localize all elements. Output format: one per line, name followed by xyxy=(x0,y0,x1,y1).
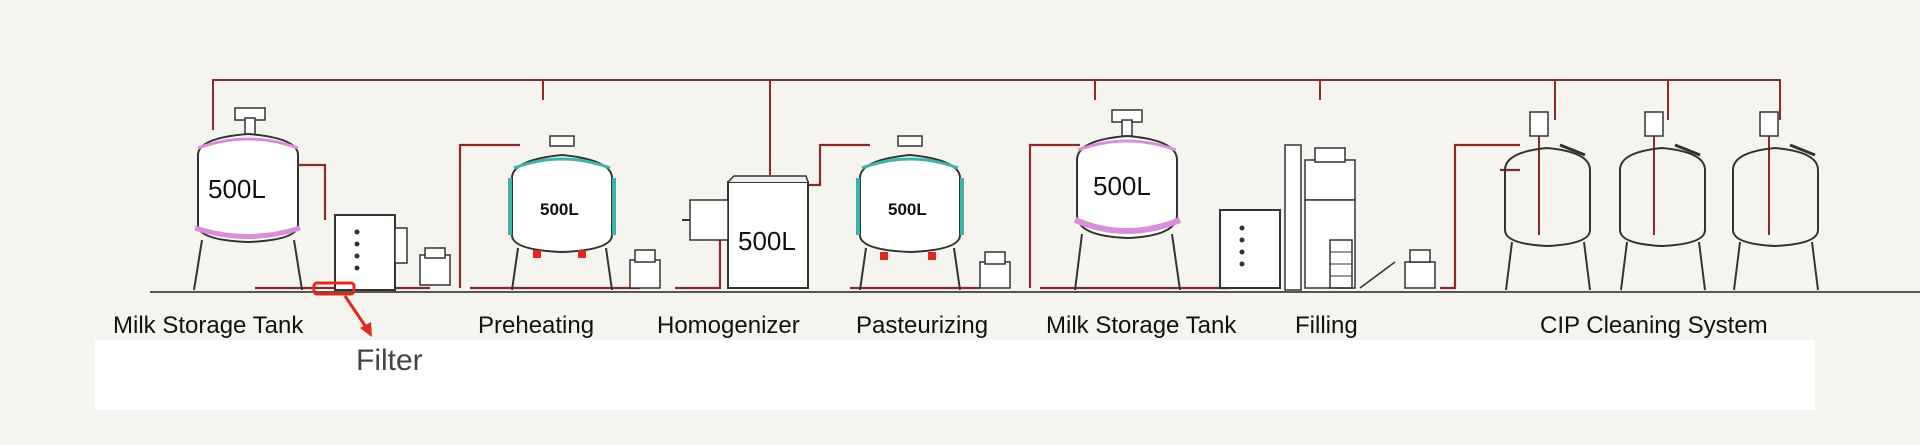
cip-return-pipe xyxy=(212,79,1781,175)
pump-2 xyxy=(629,249,661,289)
filling-machine xyxy=(1284,144,1396,291)
pump-3 xyxy=(979,251,1011,289)
tank-volume: 500L xyxy=(208,174,266,204)
homogenizer-volume: 500L xyxy=(738,226,796,256)
caption-filling: Filling xyxy=(1295,312,1358,339)
arrow-head-icon xyxy=(360,322,372,337)
caption-milk-storage-tank-2: Milk Storage Tank xyxy=(1046,312,1237,339)
tank-volume: 500L xyxy=(540,200,579,219)
preheating-tank: 500L xyxy=(508,135,616,291)
pasteurizing-tank: 500L xyxy=(856,135,964,291)
filter-cabinet xyxy=(334,214,408,291)
filter-label: Filter xyxy=(356,344,423,377)
tank-volume: 500L xyxy=(888,200,927,219)
cip-tank-3 xyxy=(1732,111,1819,291)
filter-callout: Filter xyxy=(312,281,423,377)
callout-arrow xyxy=(343,295,370,331)
pump-1 xyxy=(419,247,451,286)
cip-tank-2 xyxy=(1619,111,1706,291)
milk-storage-tank-1: 500L xyxy=(193,107,303,291)
caption-cip-cleaning-system: CIP Cleaning System xyxy=(1540,312,1768,339)
caption-pasteurizing: Pasteurizing xyxy=(856,312,988,339)
milk-storage-tank-2: 500L xyxy=(1073,109,1182,291)
cip-tank-1 xyxy=(1504,111,1591,291)
filter-cabinet-2 xyxy=(1219,209,1281,289)
filter-highlight-box xyxy=(312,281,356,296)
homogenizer: 500L xyxy=(682,175,809,289)
caption-homogenizer: Homogenizer xyxy=(657,312,800,339)
station-captions: Milk Storage Tank Preheating Homogenizer… xyxy=(113,312,1768,339)
caption-panel xyxy=(95,340,1815,410)
pump-4 xyxy=(1404,249,1436,289)
tank-volume: 500L xyxy=(1093,171,1151,201)
caption-milk-storage-tank-1: Milk Storage Tank xyxy=(113,312,304,339)
caption-preheating: Preheating xyxy=(478,312,594,339)
